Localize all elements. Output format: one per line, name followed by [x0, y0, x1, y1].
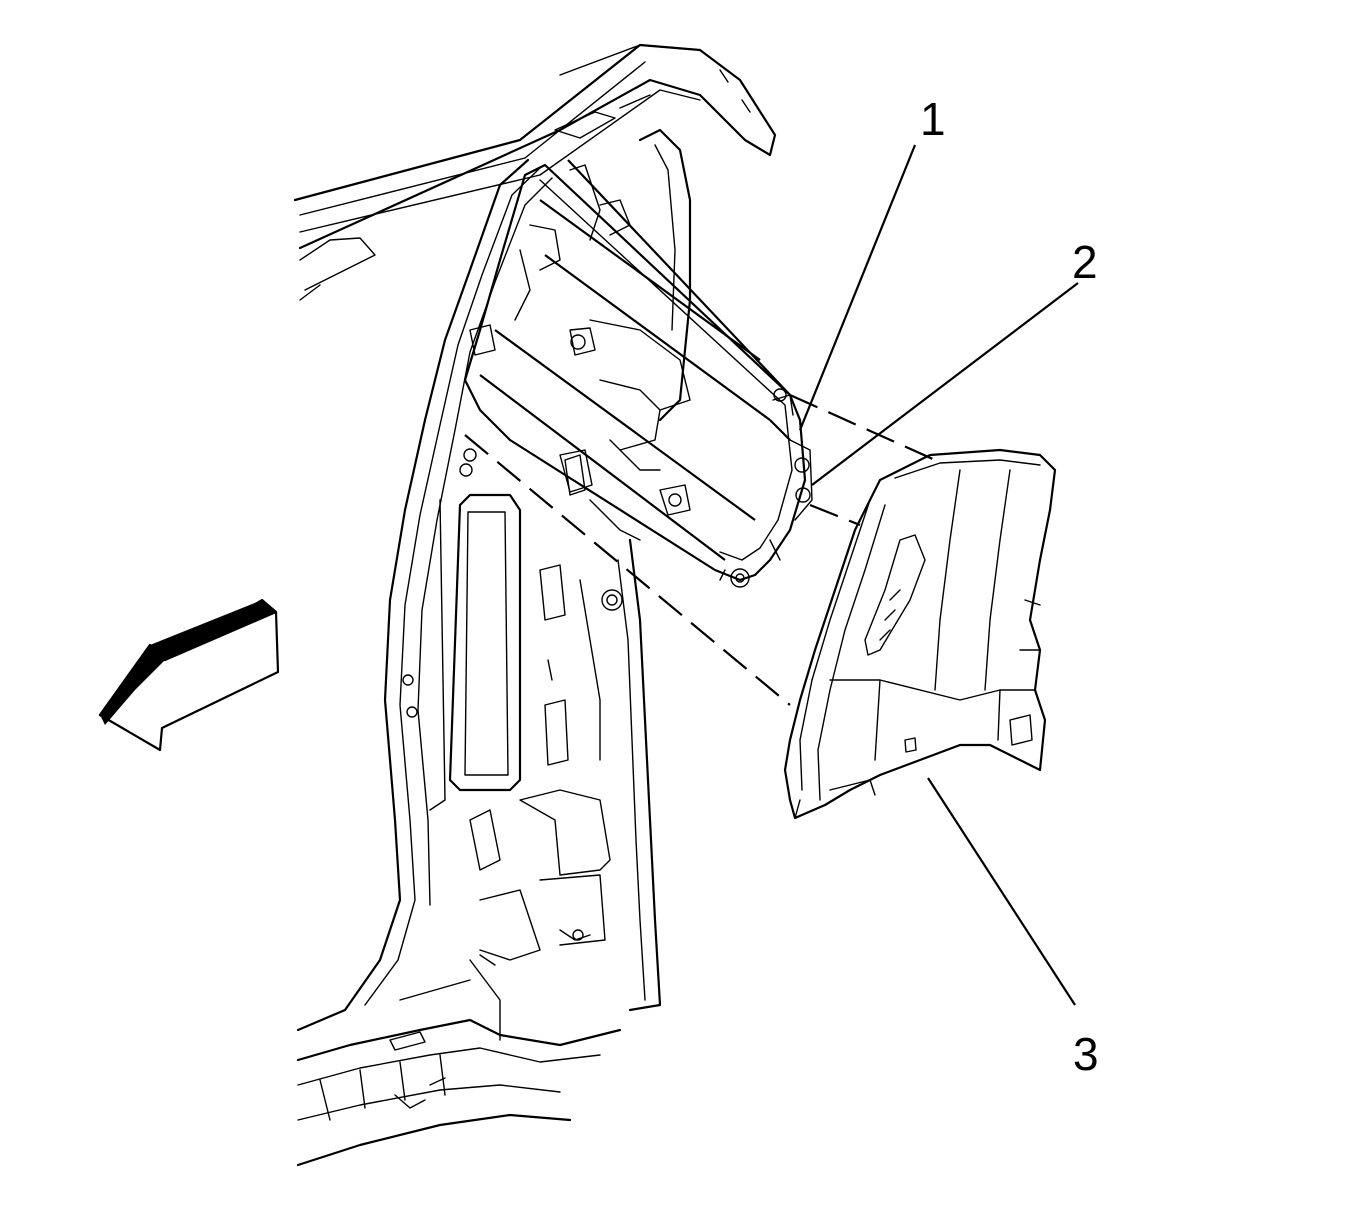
leader-2 — [811, 282, 1079, 486]
b-pillar-body-side — [296, 128, 692, 1167]
callout-leaders — [798, 144, 1079, 1006]
callout-2: 2 — [1072, 236, 1098, 288]
fastener-alignment-lines — [479, 159, 791, 561]
callout-3: 3 — [1073, 1028, 1099, 1080]
dashed-alignment-lines — [464, 393, 936, 706]
front-direction-arrow-icon — [98, 598, 280, 752]
component-3-trim-panel — [783, 448, 1057, 820]
leader-1 — [798, 144, 917, 431]
upper-pillar-details — [469, 164, 691, 541]
leader-3 — [927, 777, 1076, 1006]
roof-rail — [293, 43, 777, 301]
callout-1: 1 — [920, 93, 946, 145]
component-1-bracket — [463, 163, 813, 588]
